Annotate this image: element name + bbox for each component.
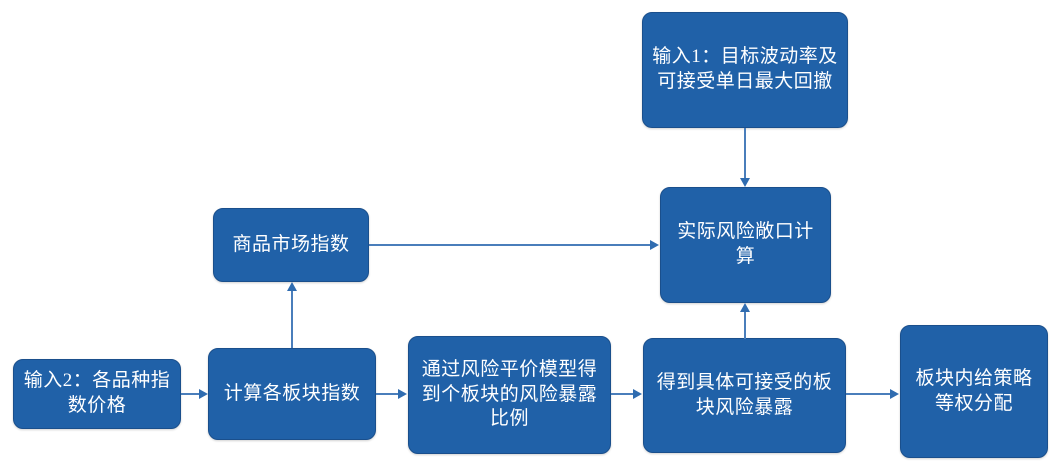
node-input2[interactable]: 输入2：各品种指数价格 xyxy=(13,359,181,429)
node-commodity-market-index[interactable]: 商品市场指数 xyxy=(213,208,369,282)
node-risk-parity-model-label: 通过风险平价模型得到个板块的风险暴露比例 xyxy=(421,358,598,430)
edge-sector-exposure-to-equal-weight xyxy=(846,393,891,395)
edge-sector-exposure-to-actual-risk xyxy=(744,311,746,339)
arrowhead-market-index-to-actual-risk xyxy=(650,240,659,250)
arrowhead-sector-index-to-market-index xyxy=(287,282,297,291)
node-sector-index-calculation-label: 计算各板块指数 xyxy=(223,382,361,404)
arrowhead-input1-to-actual-risk xyxy=(740,178,750,187)
node-sector-risk-exposure[interactable]: 得到具体可接受的板块风险暴露 xyxy=(643,338,846,453)
node-sector-index-calculation[interactable]: 计算各板块指数 xyxy=(208,348,376,440)
node-input2-label: 输入2：各品种指数价格 xyxy=(23,370,171,416)
edge-sector-index-to-market-index xyxy=(291,290,293,348)
arrowhead-sector-index-to-risk-parity xyxy=(398,389,407,399)
node-commodity-market-index-label: 商品市场指数 xyxy=(232,233,350,255)
node-input1-label: 输入1：目标波动率及可接受单日最大回撤 xyxy=(652,46,838,92)
arrowhead-sector-exposure-to-equal-weight xyxy=(890,389,899,399)
edge-risk-parity-to-sector-exposure xyxy=(611,393,634,395)
node-actual-risk-calculation[interactable]: 实际风险敞口计算 xyxy=(660,187,831,303)
node-input1[interactable]: 输入1：目标波动率及可接受单日最大回撤 xyxy=(642,12,848,128)
arrowhead-input2-to-sector-index xyxy=(199,389,208,399)
edge-market-index-to-actual-risk xyxy=(369,244,651,246)
node-equal-weight-allocation-label: 板块内给策略等权分配 xyxy=(915,367,1033,414)
node-sector-risk-exposure-label: 得到具体可接受的板块风险暴露 xyxy=(656,371,833,418)
node-risk-parity-model[interactable]: 通过风险平价模型得到个板块的风险暴露比例 xyxy=(408,336,611,454)
node-equal-weight-allocation[interactable]: 板块内给策略等权分配 xyxy=(900,325,1048,458)
edge-sector-index-to-risk-parity xyxy=(376,393,399,395)
arrowhead-risk-parity-to-sector-exposure xyxy=(633,389,642,399)
edge-input1-to-actual-risk xyxy=(744,128,746,179)
arrowhead-sector-exposure-to-actual-risk xyxy=(740,303,750,312)
edge-input2-to-sector-index xyxy=(181,393,200,395)
node-actual-risk-calculation-label: 实际风险敞口计算 xyxy=(677,221,814,267)
